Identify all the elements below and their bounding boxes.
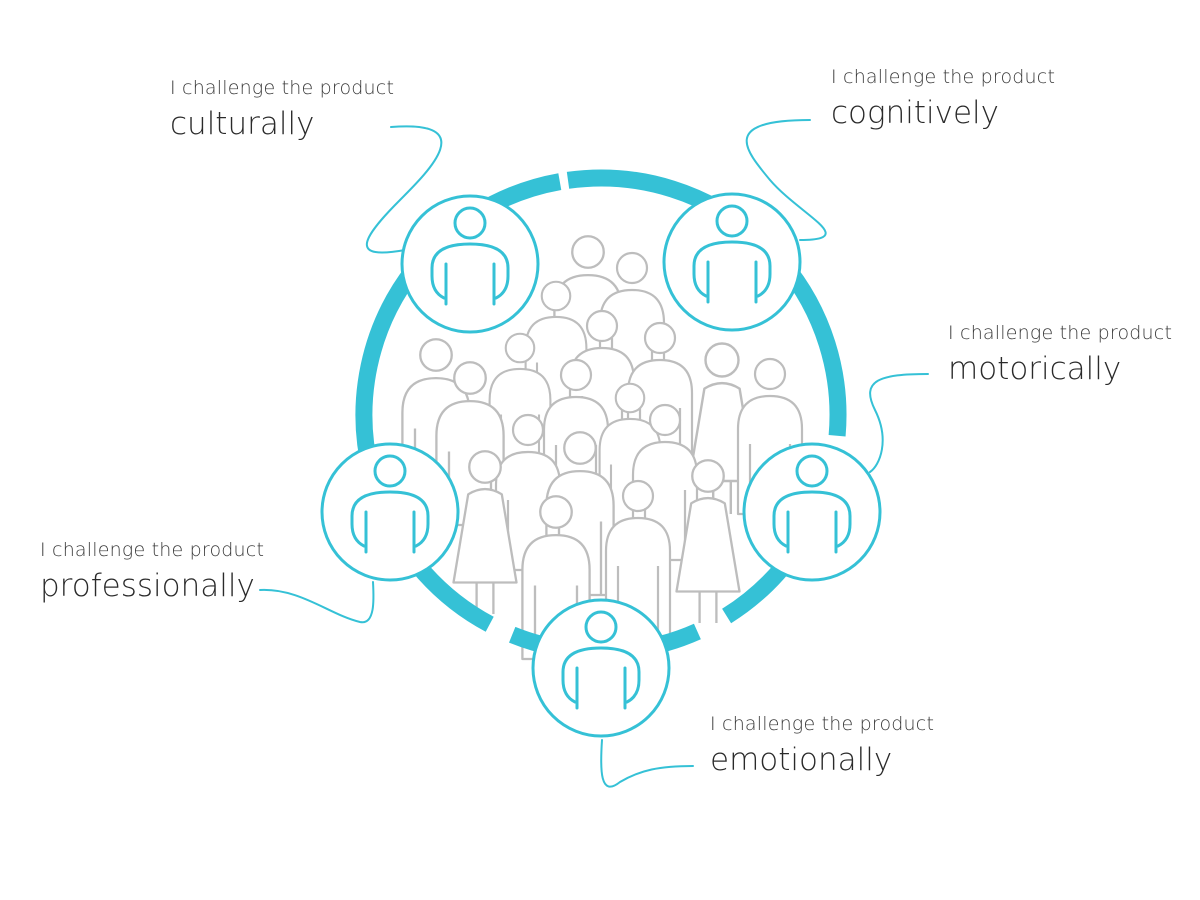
callout-word: motorically <box>948 351 1122 387</box>
connector-emotionally <box>600 739 694 788</box>
callout-cognitively: I challenge the product cognitively <box>831 65 1055 133</box>
callout-word: culturally <box>170 106 315 142</box>
callout-emotionally: I challenge the product emotionally <box>710 712 934 780</box>
callout-lead: I challenge the product <box>40 539 265 561</box>
connector-lines <box>259 119 929 788</box>
person-icon <box>561 610 641 710</box>
connector-motorically <box>869 373 929 473</box>
persona-circles <box>320 192 882 738</box>
callout-word: cognitively <box>831 95 1000 131</box>
callout-lead: I challenge the product <box>948 322 1173 344</box>
ring-segment <box>355 263 421 475</box>
crowd-group <box>401 235 804 661</box>
persona-circle-professionally <box>320 442 460 582</box>
persona-circle-culturally <box>400 194 540 334</box>
callout-lead: I challenge the product <box>831 66 1056 88</box>
persona-circle-emotionally <box>531 598 671 738</box>
callout-culturally: I challenge the product culturally <box>170 76 394 144</box>
person-icon <box>692 204 772 304</box>
crowd-person-icon <box>675 459 741 623</box>
persona-circle-motorically <box>742 442 882 582</box>
callout-lead: I challenge the product <box>170 77 395 99</box>
callout-lead: I challenge the product <box>710 713 935 735</box>
callout-motorically: I challenge the product motorically <box>948 321 1172 389</box>
person-icon <box>350 454 430 554</box>
connector-professionally <box>259 581 375 624</box>
callout-word: professionally <box>40 568 255 604</box>
person-icon <box>430 206 510 306</box>
connector-cognitively <box>745 119 827 241</box>
person-icon <box>772 454 852 554</box>
callout-professionally: I challenge the product professionally <box>40 538 264 606</box>
connector-culturally <box>365 125 443 254</box>
callout-word: emotionally <box>710 742 893 778</box>
crowd-person-icon <box>452 450 518 614</box>
persona-circle-cognitively <box>662 192 802 332</box>
